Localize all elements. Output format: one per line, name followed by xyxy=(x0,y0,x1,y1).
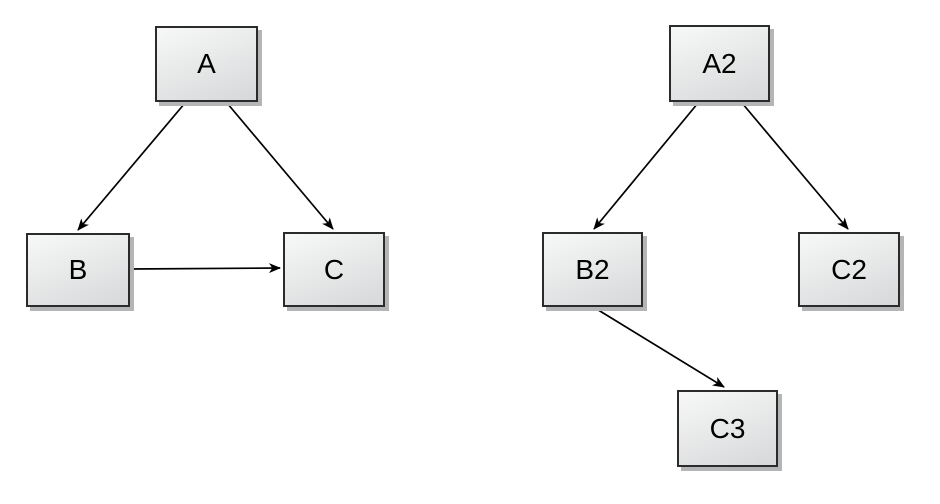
node-A: A xyxy=(155,26,258,102)
node-label-C2: C2 xyxy=(831,253,867,285)
node-C2: C2 xyxy=(798,232,900,307)
node-label-B2: B2 xyxy=(575,253,610,285)
node-label-C: C xyxy=(323,253,345,285)
node-label-A2: A2 xyxy=(702,47,737,79)
node-label-B: B xyxy=(68,254,88,285)
node-label-A: A xyxy=(197,48,216,79)
node-B2: B2 xyxy=(542,232,643,307)
edge-A-B xyxy=(77,102,186,231)
edges-group xyxy=(77,102,849,388)
node-A2: A2 xyxy=(669,25,770,102)
node-B: B xyxy=(26,233,130,307)
node-C3: C3 xyxy=(677,390,778,467)
node-C: C xyxy=(283,232,385,307)
edge-A2-C2 xyxy=(741,102,849,230)
edge-A2-B2 xyxy=(593,102,699,230)
edge-B-C xyxy=(130,263,281,274)
node-label-C3: C3 xyxy=(709,412,746,444)
edge-B2-C3 xyxy=(594,307,725,388)
edge-A-C xyxy=(226,102,334,230)
